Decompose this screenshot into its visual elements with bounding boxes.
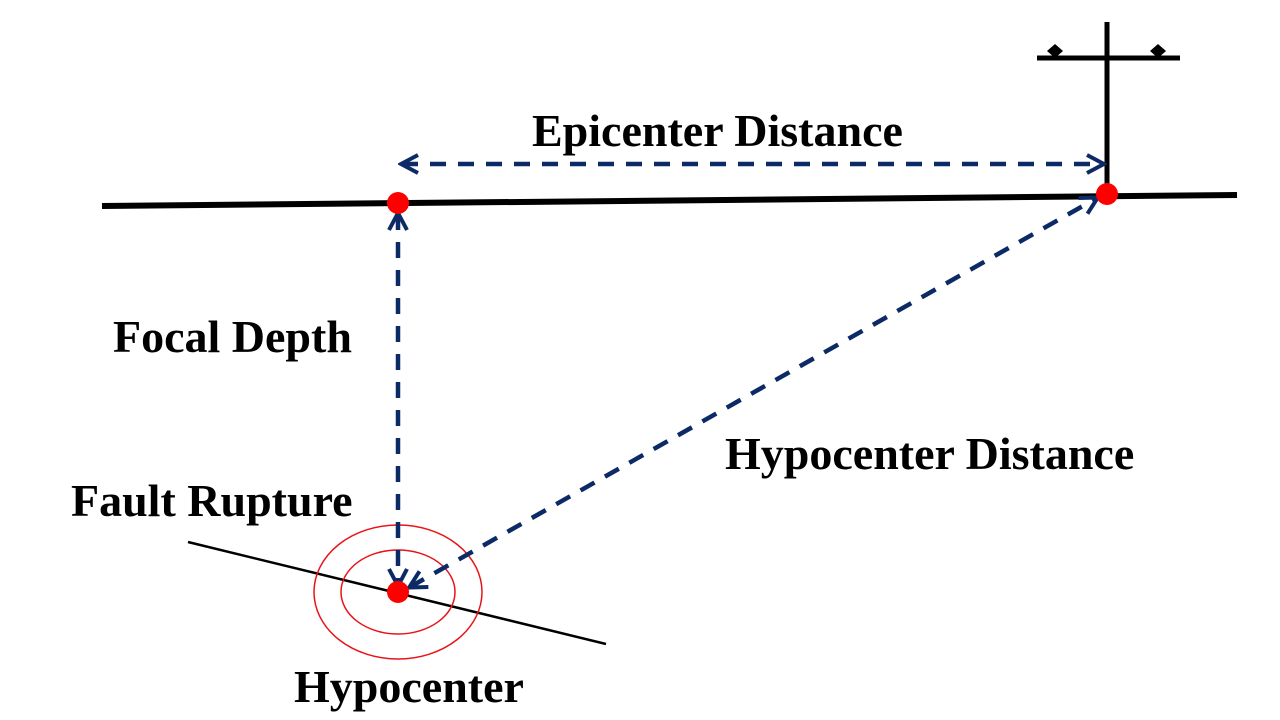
seismic-station-icon xyxy=(1037,22,1180,194)
focal-depth-label: Focal Depth xyxy=(113,311,352,362)
epicenter-distance-label: Epicenter Distance xyxy=(532,105,903,156)
hypocenter-distance-label: Hypocenter Distance xyxy=(725,428,1134,479)
hypocenter-distance-arrow xyxy=(410,198,1097,587)
hypocenter-label: Hypocenter xyxy=(294,661,524,712)
hypocenter-point xyxy=(387,581,409,603)
fault-rupture-label: Fault Rupture xyxy=(71,475,353,526)
epicenter-point xyxy=(387,192,409,214)
station-point xyxy=(1096,183,1118,205)
ground-surface-line xyxy=(101,192,1238,209)
